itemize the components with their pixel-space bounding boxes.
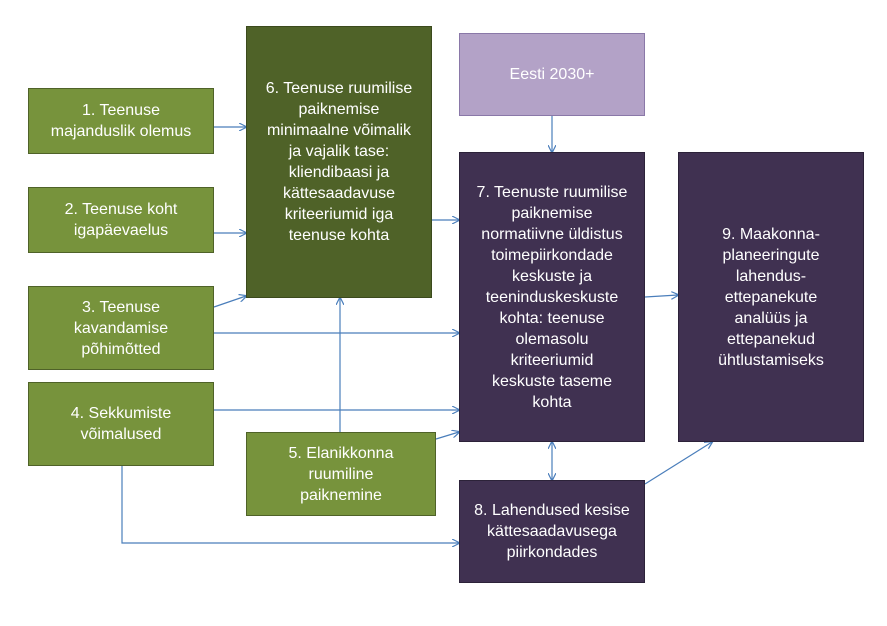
box-8-solutions: 8. Lahendused kesise kättesaadavusega pi… (459, 480, 645, 583)
box-4-intervention-options: 4. Sekkumiste võimalused (28, 382, 214, 466)
box-7-label: 7. Teenuste ruumilise paiknemise normati… (476, 183, 628, 411)
box-5-label: 5. Elanikkonna ruumiline paiknemine (288, 444, 394, 504)
box-7-normative-generalization: 7. Teenuste ruumilise paiknemise normati… (459, 152, 645, 442)
box-eesti-label: Eesti 2030+ (509, 66, 595, 83)
box-9-label: 9. Maakonna- planeeringute lahendus- ett… (718, 225, 824, 369)
box-8-label: 8. Lahendused kesise kättesaadavusega pi… (474, 502, 630, 561)
box-1-label: 1. Teenuse majanduslik olemus (50, 102, 192, 140)
box-6-minimal-level: 6. Teenuse ruumilise paiknemise minimaal… (246, 26, 432, 298)
box-2-daily-life-place: 2. Teenuse koht igapäevaelus (28, 187, 214, 253)
box-3-label: 3. Teenuse kavandamise põhimõtted (73, 298, 169, 358)
box-6-label: 6. Teenuse ruumilise paiknemise minimaal… (265, 80, 413, 244)
arrow-3-to-6 (213, 296, 246, 308)
box-1-economic-nature: 1. Teenuse majanduslik olemus (28, 88, 214, 154)
box-5-population-distribution: 5. Elanikkonna ruumiline paiknemine (246, 432, 436, 516)
box-2-label: 2. Teenuse koht igapäevaelus (64, 201, 178, 239)
arrow-4-to-8 (121, 466, 459, 543)
box-4-label: 4. Sekkumiste võimalused (70, 405, 172, 443)
arrow-7-to-9 (644, 295, 678, 297)
box-eesti-2030: Eesti 2030+ (459, 33, 645, 116)
box-9-county-plans-analysis: 9. Maakonna- planeeringute lahendus- ett… (678, 152, 864, 442)
box-3-planning-principles: 3. Teenuse kavandamise põhimõtted (28, 286, 214, 370)
arrow-5-to-7 (435, 432, 459, 440)
arrow-8-to-9 (644, 442, 712, 485)
